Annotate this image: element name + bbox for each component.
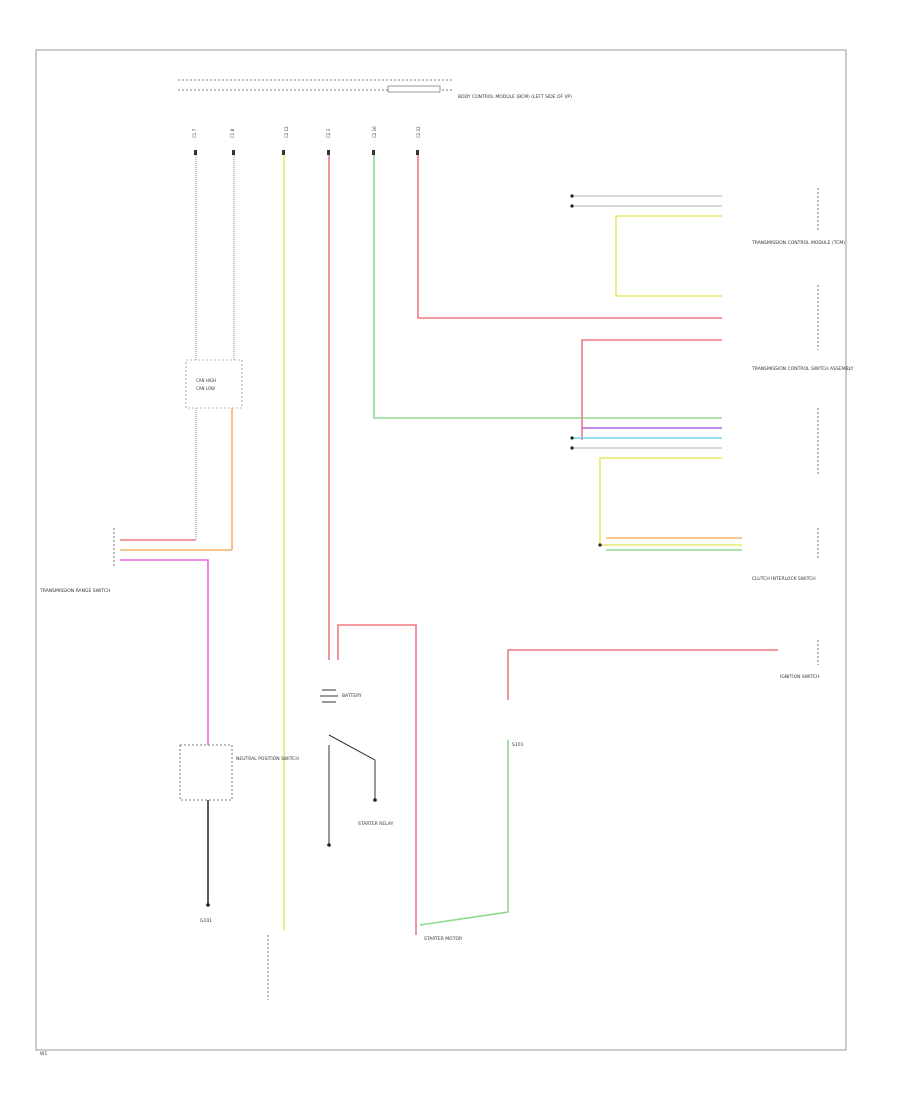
footer-label: W1: [40, 1051, 47, 1057]
trans-range-label: TRANSMISSION RANGE SWITCH: [39, 588, 110, 594]
splice-label: S101: [512, 742, 524, 748]
can-junction-box: [185, 359, 243, 409]
svg-text:C2 22: C2 22: [416, 126, 421, 138]
clutch-label: CLUTCH INTERLOCK SWITCH: [752, 576, 816, 582]
wire-yellow-clutch: [599, 457, 742, 546]
wire-red-range: [417, 155, 722, 319]
starter-motor-label: STARTER MOTOR: [424, 936, 462, 942]
module-label-box: [387, 85, 441, 93]
relay-lead: [328, 734, 376, 800]
svg-text:C2 16: C2 16: [372, 126, 377, 138]
tcm-label: TRANSMISSION CONTROL MODULE (TCM): [751, 240, 845, 246]
svg-text:C1 8: C1 8: [230, 128, 235, 138]
top-pins: C1 7 C1 8 C2 12 C2 3 C2 16 C2 22: [192, 126, 421, 138]
svg-text:C2 12: C2 12: [284, 126, 289, 138]
wire-red-pink: [581, 339, 722, 440]
body-control-label: BODY CONTROL MODULE (BCM) (LEFT SIDE OF …: [458, 94, 572, 100]
neutral-switch-box: [179, 744, 233, 801]
wire-green-starter: [419, 740, 509, 926]
neutral-ground-label: G101: [200, 918, 212, 924]
wire-red-to-starter: [337, 624, 417, 935]
connection-dots: [206, 194, 602, 907]
ignition-label: IGNITION SWITCH: [780, 674, 820, 680]
wire-green-tcm: [373, 155, 722, 419]
starter-relay-label: STARTER RELAY: [358, 821, 394, 827]
ctrl-assembly-label: TRANSMISSION CONTROL SWITCH ASSEMBLY: [751, 366, 854, 372]
svg-text:C2 3: C2 3: [326, 128, 331, 138]
can-high-label: CAN HIGH: [196, 378, 216, 383]
neutral-switch-label: NEUTRAL POSITION SWITCH: [236, 756, 299, 762]
wire-red-ignition: [507, 649, 778, 700]
battery-label: BATTERY: [342, 693, 362, 699]
wire-yellow-tcm: [615, 215, 722, 297]
wire-pink-down: [120, 559, 209, 760]
diagram-frame: [35, 49, 847, 1051]
svg-text:C1 7: C1 7: [192, 128, 197, 138]
top-pin-markers: [194, 150, 419, 155]
can-low-label: CAN LOW: [196, 386, 215, 391]
